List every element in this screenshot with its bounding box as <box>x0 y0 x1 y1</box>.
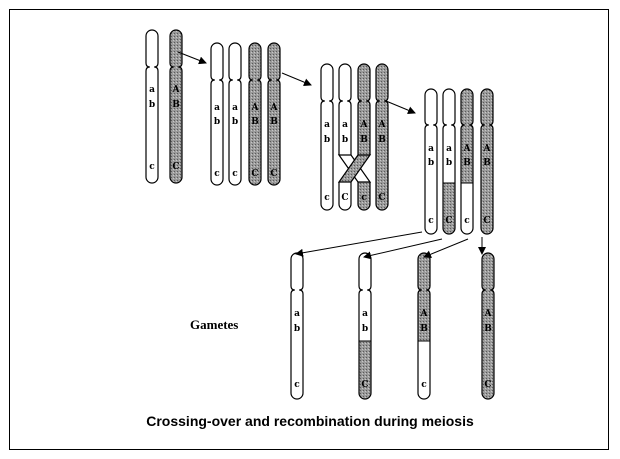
arrow-to-gamete-1 <box>296 232 422 254</box>
allele-label: A <box>420 309 429 319</box>
allele-label: b <box>342 135 348 145</box>
allele-label: A <box>360 120 369 130</box>
allele-label: C <box>270 169 277 179</box>
allele-label: A <box>270 103 279 113</box>
arrow-3 <box>386 101 415 113</box>
allele-label: A <box>484 309 493 319</box>
allele-label: c <box>464 216 470 226</box>
chromosome: abC <box>358 252 372 401</box>
allele-label: a <box>428 144 434 154</box>
chromatid-upper <box>442 88 456 183</box>
chromatid-body <box>268 43 280 185</box>
allele-label: b <box>294 324 300 334</box>
chromosome: ABc <box>417 252 431 401</box>
group-parental-pair: ab c AB C <box>146 30 182 183</box>
allele-label: C <box>251 169 258 179</box>
chromatid-upper <box>460 88 474 183</box>
allele-label: B <box>251 117 259 127</box>
allele-label: c <box>214 169 220 179</box>
chromatid-lower <box>442 183 456 236</box>
crossover-junction <box>338 155 371 182</box>
allele-label: C <box>341 193 348 203</box>
chromatid-lower <box>460 183 474 236</box>
gametes-label: Gametes <box>190 317 238 333</box>
chromatid-lower <box>358 341 372 401</box>
allele-label: a <box>342 120 348 130</box>
allele-label: C <box>378 193 385 203</box>
allele-label: b <box>446 158 452 168</box>
allele-label: c <box>232 169 238 179</box>
allele-label: A <box>172 85 181 95</box>
allele-label: a <box>446 144 452 154</box>
chromatid-lower <box>417 341 431 401</box>
allele-label: B <box>420 324 428 334</box>
allele-label: a <box>149 85 155 95</box>
allele-label: b <box>362 324 368 334</box>
allele-label: b <box>232 117 238 127</box>
allele-label: c <box>361 193 367 203</box>
chromosome: ABc <box>460 88 474 236</box>
allele-label: C <box>483 216 490 226</box>
allele-label: a <box>232 103 238 113</box>
chromosome: ab c <box>146 30 158 183</box>
allele-label: c <box>149 162 155 172</box>
allele-label: b <box>214 117 220 127</box>
allele-label: c <box>421 380 427 390</box>
allele-label: C <box>484 380 491 390</box>
chromatid-body <box>229 43 241 185</box>
allele-label: B <box>483 158 491 168</box>
allele-label: c <box>428 216 434 226</box>
chromosome: ABc <box>358 64 370 210</box>
allele-label: a <box>214 103 220 113</box>
chromosome: ab c <box>211 43 223 185</box>
allele-label: b <box>149 100 155 110</box>
allele-label: a <box>362 309 368 319</box>
allele-label: A <box>251 103 260 113</box>
chromosome: AB C <box>481 89 493 234</box>
chromosome: AB C <box>482 253 494 399</box>
allele-label: B <box>484 324 492 334</box>
allele-label: A <box>378 120 387 130</box>
arrow-2 <box>282 73 311 85</box>
chromatid-body <box>211 43 223 185</box>
allele-label: c <box>294 380 300 390</box>
allele-label: B <box>360 135 368 145</box>
allele-label: B <box>378 135 386 145</box>
allele-label: A <box>483 144 492 154</box>
chromosome: AB C <box>268 43 280 185</box>
chromosome: AB C <box>249 43 261 185</box>
allele-label: C <box>172 162 179 172</box>
allele-label: A <box>463 144 472 154</box>
chromosome: abC <box>442 88 456 236</box>
allele-label: B <box>270 117 278 127</box>
chromosome: ab c <box>321 64 333 210</box>
allele-label: c <box>324 193 330 203</box>
chromatid-body <box>249 43 261 185</box>
chromosome: ab c <box>229 43 241 185</box>
allele-label: B <box>463 158 471 168</box>
chromosome: AB C <box>376 64 388 210</box>
figure-caption: Crossing-over and recombination during m… <box>0 413 620 429</box>
allele-label: b <box>428 158 434 168</box>
allele-label: b <box>324 135 330 145</box>
allele-label: C <box>445 216 452 226</box>
chromosome: ab c <box>425 89 437 234</box>
allele-label: a <box>294 309 300 319</box>
allele-label: C <box>361 380 368 390</box>
chromosome: abC <box>339 64 351 210</box>
allele-label: a <box>324 120 330 130</box>
chromosome: ab c <box>291 253 303 399</box>
allele-label: B <box>172 100 180 110</box>
